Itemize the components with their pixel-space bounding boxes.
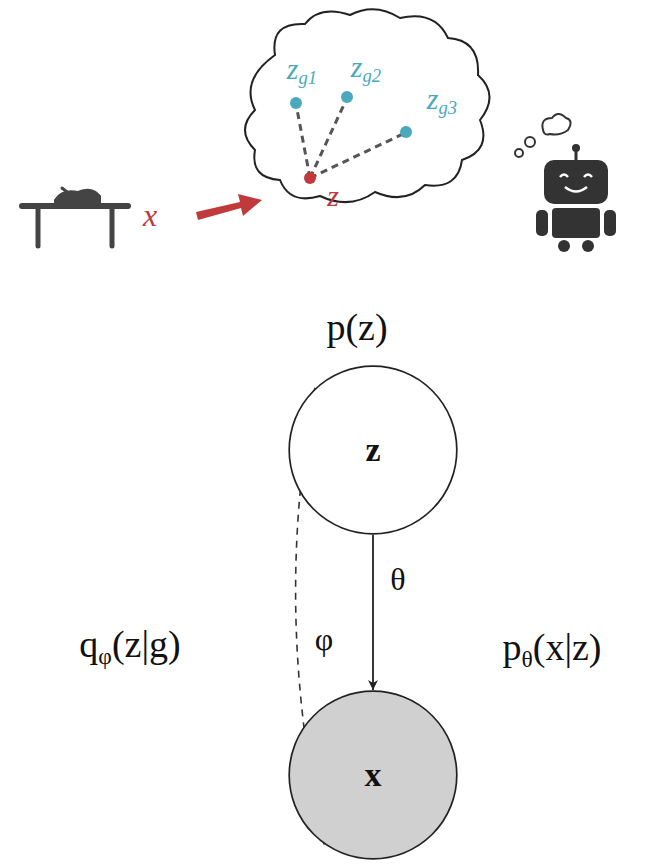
latent-links (296, 98, 405, 178)
generative-arrow (372, 535, 374, 690)
latent-variable-node: z (288, 365, 458, 535)
latent-label: z (327, 179, 339, 212)
parameter-label: φ (313, 622, 335, 657)
observed-variable-node: x (288, 690, 458, 860)
node-letter: x (365, 756, 382, 794)
prior-label: p(z) (326, 307, 387, 349)
robot-icon (515, 114, 616, 252)
parameter-label: θ (388, 562, 407, 597)
decoder-label: pθ(x|z) (502, 627, 601, 669)
goal-latent-label: zg3 (427, 82, 457, 115)
latent-cloud (245, 9, 490, 202)
goal-latent-label: zg1 (287, 52, 317, 85)
node-letter: z (365, 431, 380, 469)
table-icon (22, 188, 128, 246)
input-label: x (143, 198, 157, 233)
goal-latent-label: zg2 (351, 50, 381, 83)
input-arrow (196, 194, 262, 220)
latent-dots (290, 91, 412, 184)
encoder-label: qφ(z|g) (79, 624, 180, 666)
